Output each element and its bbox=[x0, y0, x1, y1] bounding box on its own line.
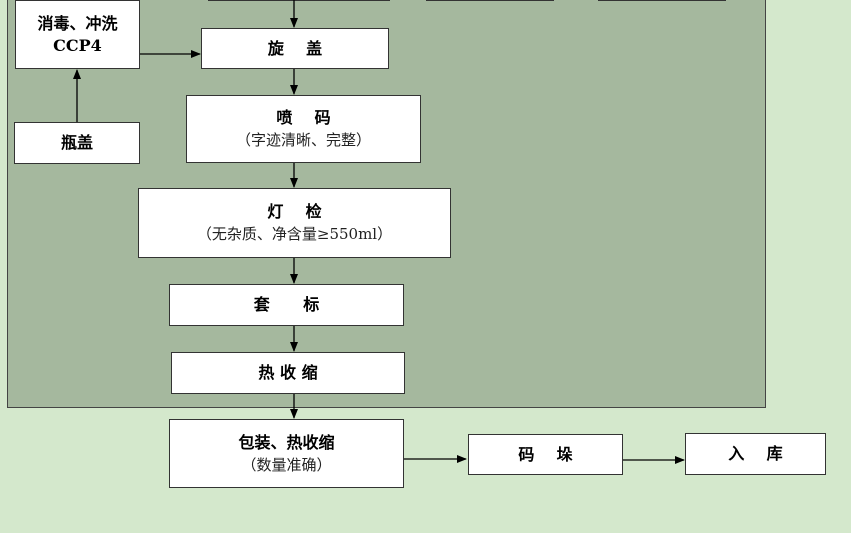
warehouse-entry-box: 入 库 bbox=[685, 433, 826, 475]
upstream-step-box-2 bbox=[426, 0, 554, 1]
stacking-title: 码 垛 bbox=[518, 444, 573, 464]
bottle-cap-title: 瓶盖 bbox=[60, 133, 93, 152]
stacking-box: 码 垛 bbox=[468, 434, 623, 475]
ccp-code: CCP4 bbox=[53, 35, 102, 55]
light-inspection-box: 灯 检 （无杂质、净含量≥550ml） bbox=[138, 188, 451, 258]
heat-shrink-box: 热 收 缩 bbox=[171, 352, 405, 394]
packing-box: 包装、热收缩 （数量准确） bbox=[169, 419, 404, 488]
upstream-step-box-3 bbox=[598, 0, 726, 1]
inkjet-coding-note: （字迹清晰、完整） bbox=[235, 131, 371, 149]
packing-note: （数量准确） bbox=[241, 455, 332, 474]
bottle-cap-box: 瓶盖 bbox=[14, 122, 140, 164]
warehouse-entry-title: 入 库 bbox=[728, 444, 783, 463]
upstream-step-box-1 bbox=[208, 0, 390, 1]
heat-shrink-title: 热 收 缩 bbox=[258, 363, 318, 382]
disinfect-rinse-title: 消毒、冲洗 bbox=[37, 13, 118, 33]
inkjet-coding-title: 喷 码 bbox=[276, 108, 331, 127]
disinfect-rinse-box: 消毒、冲洗 CCP4 bbox=[15, 0, 140, 69]
inkjet-coding-box: 喷 码 （字迹清晰、完整） bbox=[186, 95, 421, 163]
light-inspection-title: 灯 检 bbox=[267, 202, 322, 221]
packing-title: 包装、热收缩 bbox=[238, 432, 335, 452]
screw-cap-box: 旋 盖 bbox=[201, 28, 389, 69]
labeling-title: 套 标 bbox=[253, 295, 320, 314]
light-inspection-note: （无杂质、净含量≥550ml） bbox=[196, 225, 393, 243]
screw-cap-title: 旋 盖 bbox=[267, 38, 323, 58]
labeling-box: 套 标 bbox=[169, 284, 404, 326]
